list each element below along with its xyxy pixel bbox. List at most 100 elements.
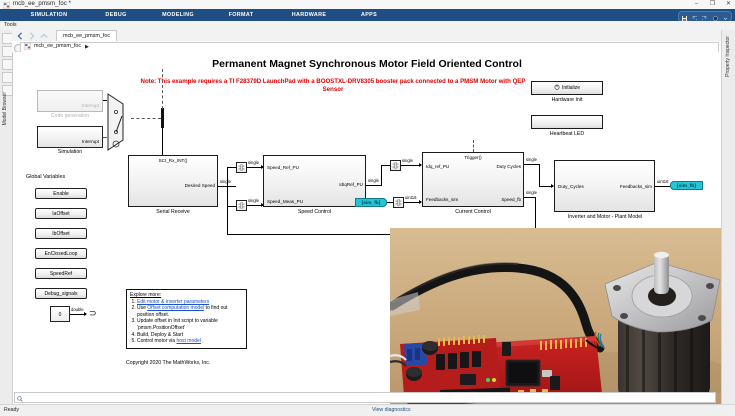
window-title: mcb_ee_pmsm_foc * [13,1,72,7]
breadcrumb-separator-icon: ▶ [85,43,89,50]
annot-4-pre: Build, Deploy & Start [137,331,184,338]
global-var-enclosedloop[interactable]: EnClosedLoop [35,248,87,259]
annotation-item-3: Update offset in Init script to variable… [137,318,243,331]
mux-block[interactable] [161,108,164,128]
rate-transition-4[interactable] [393,197,404,208]
signal-label-double: double [71,307,84,312]
signal-label-uint16-2: uint16 [657,179,669,184]
link-edit-parameters[interactable]: Edit motor & inverter parameters [137,298,210,305]
diagram-title: Permanent Magnet Synchronous Motor Field… [212,58,522,70]
redo-icon[interactable] [701,14,708,20]
model-browser-rail[interactable]: Model Browser [0,30,13,405]
signal-label-single-7: single [526,190,537,195]
global-var-enable[interactable]: Enable [35,188,87,199]
arrow-up-icon[interactable] [40,32,48,40]
search-icon [17,395,23,402]
arrow-left-icon[interactable] [16,31,24,40]
model-browser-label: Model Browser [2,92,8,126]
copyright-text: Copyright 2020 The MathWorks, Inc. [126,360,211,366]
palette-tool-annotate[interactable] [1,85,13,96]
global-variables-title: Global Variables [26,174,66,180]
annotation-item-1: Edit motor & inverter parameters [137,299,243,306]
explore-more-annotation: Explore more: Edit motor & inverter para… [126,289,247,349]
simulink-model-icon [3,1,10,9]
navigation-bar: mcb_ee_pmsm_foc [12,30,721,43]
global-var-speedref[interactable]: SpeedRef [35,268,87,279]
view-diagnostics-link[interactable]: View diagnostics [372,407,411,413]
caption-code-generation: Code generation [50,113,90,119]
port-desired-speed: Desired Speed [184,183,215,188]
annotation-item-4: Build, Deploy & Start [137,332,243,339]
help-icon[interactable] [712,14,718,21]
chevron-down-icon[interactable] [723,14,728,20]
initialize-button[interactable]: Initialize [531,81,603,95]
rate-transition-1[interactable] [236,162,247,173]
signal-label-single-2: single [248,160,259,165]
palette-tool-zoom[interactable] [1,59,13,70]
ribbon-tab-hardware[interactable]: HARDWARE [291,12,327,18]
model-canvas[interactable]: Permanent Magnet Synchronous Motor Field… [13,52,721,405]
port-idiqref-pu: IdIqRef_PU [339,182,363,187]
ribbon-tab-modeling[interactable]: MODELING [162,12,194,18]
rate-transition-3[interactable] [390,160,401,171]
palette-tool-pointer[interactable] [1,33,13,44]
from-tag-sim-fb[interactable]: [sim_fb] [355,198,387,207]
caption-serial-receive: Serial Receive [156,209,190,215]
caption-hardware-init: Hardware Init [551,97,583,103]
ribbon-tab-simulation[interactable]: SIMULATION [30,12,68,18]
interrupt-codegen-label: Interrupt [81,103,99,108]
ribbon-tab-debug[interactable]: DEBUG [105,12,127,18]
global-var-iboffset[interactable]: IbOffset [35,228,87,239]
signal-label-single-4: single [368,178,379,183]
goto-tag-sim-fb[interactable]: [sim_fb] [670,181,703,190]
property-inspector-rail[interactable]: Property Inspector [721,30,735,405]
annot-2-post: to find out position offset. [137,305,228,318]
caption-speed-control: Speed Control [297,209,332,215]
breadcrumb-path[interactable]: mcb_ee_pmsm_foc [34,43,82,50]
block-current-control[interactable]: Trigger() Idq_ref_PU Feedbacks_sim Duty … [422,152,524,207]
port-feedbacks-sim-out: Feedbacks_sim [619,184,652,189]
port-duty-cycles-out: Duty Cycles [496,164,521,169]
ribbon-tab-format[interactable]: FORMAT [228,12,254,18]
terminator-block[interactable]: ⊃ [89,308,97,318]
annot-2-pre: Use [137,305,148,312]
block-speed-control[interactable]: Speed_Ref_PU Speed_Meas_PU IdIqRef_PU [263,155,366,207]
constant-block[interactable]: 0 [50,306,70,322]
arrow-right-icon[interactable] [28,31,36,40]
port-idq-ref-pu: Idq_ref_PU [426,164,450,169]
palette-tool-fit[interactable] [1,72,13,83]
status-bar: Ready View diagnostics [0,404,735,416]
ribbon-tab-apps[interactable]: APPS [360,12,378,18]
tool-palette[interactable] [1,33,13,98]
caption-current-control: Current Control [455,209,491,215]
maximize-button[interactable]: ❐ [709,1,716,7]
ribbon-tab-bar: SIMULATION DEBUG MODELING FORMAT HARDWARE APP… [0,9,735,22]
search-bar[interactable] [14,392,716,403]
undo-icon[interactable] [692,14,698,20]
port-speed-meas-pu: Speed_Meas_PU [267,199,304,204]
caption-simulation: Simulation [57,149,83,155]
sci-rx-int-label: SCI_Rx_INT() [158,158,188,163]
block-serial-receive[interactable]: SCI_Rx_INT() Desired Speed [128,155,218,207]
global-var-debug-signals[interactable]: Debug_signals [35,288,87,299]
variant-switch-block[interactable] [105,92,131,152]
diagram-note: Note: This example requires a TI F28379D… [140,78,526,93]
rate-transition-2[interactable] [236,200,247,211]
minimize-button[interactable]: – [694,1,699,7]
heartbeat-led-block[interactable] [531,115,603,129]
power-icon [554,84,560,92]
global-var-iaoffset[interactable]: IaOffset [35,208,87,219]
save-icon[interactable] [681,14,687,21]
close-button[interactable]: ✕ [725,1,732,7]
block-interrupt-codegen[interactable]: Interrupt [37,90,103,112]
block-plant-model[interactable]: Duty_Cycles Feedbacks_sim [554,160,655,212]
port-speed-ref-pu: Speed_Ref_PU [267,165,299,170]
quick-access-toolbar[interactable] [678,10,732,22]
palette-tool-library[interactable] [1,46,13,57]
link-offset-computation-model[interactable]: Offset computation model [147,305,205,312]
port-speed-fb: Speed_fb [501,197,521,202]
annotation-list: Edit motor & inverter parameters Use Off… [130,299,243,345]
block-interrupt-simulation[interactable]: Interrupt [37,126,103,148]
link-host-model[interactable]: host model [176,338,201,345]
